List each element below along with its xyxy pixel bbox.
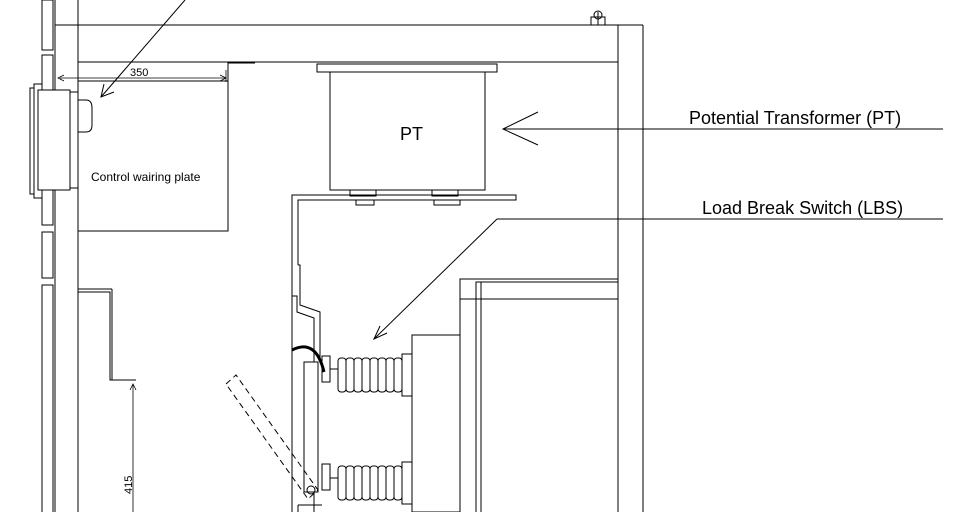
dim-350-label: 350 xyxy=(130,67,148,79)
dimension-350 xyxy=(57,70,227,82)
left-door-panels xyxy=(41,0,54,512)
left-hinge-device xyxy=(29,83,93,199)
pt-callout-leader xyxy=(501,111,943,146)
top-left-leader-arrow xyxy=(100,0,186,98)
right-compartment xyxy=(411,278,618,512)
control-wiring-plate xyxy=(78,62,255,232)
pt-box-label: PT xyxy=(400,124,423,144)
left-lower-structure xyxy=(78,288,136,381)
dimension-415 xyxy=(129,383,137,512)
control-plate-label: Control wairing plate xyxy=(91,170,201,184)
insulator-upper xyxy=(321,353,413,397)
cabinet-frame xyxy=(54,0,644,512)
lbs-callout-label: Load Break Switch (LBS) xyxy=(702,198,903,218)
lbs-callout-leader xyxy=(372,218,943,341)
switch-blade-open-position xyxy=(225,374,319,500)
top-bolt-symbol xyxy=(590,10,606,26)
switch-blade xyxy=(291,345,326,512)
pt-callout-label: Potential Transformer (PT) xyxy=(689,108,901,128)
dim-415-label: 415 xyxy=(123,476,135,494)
insulator-lower xyxy=(321,461,413,505)
pt-transformer xyxy=(316,63,498,206)
